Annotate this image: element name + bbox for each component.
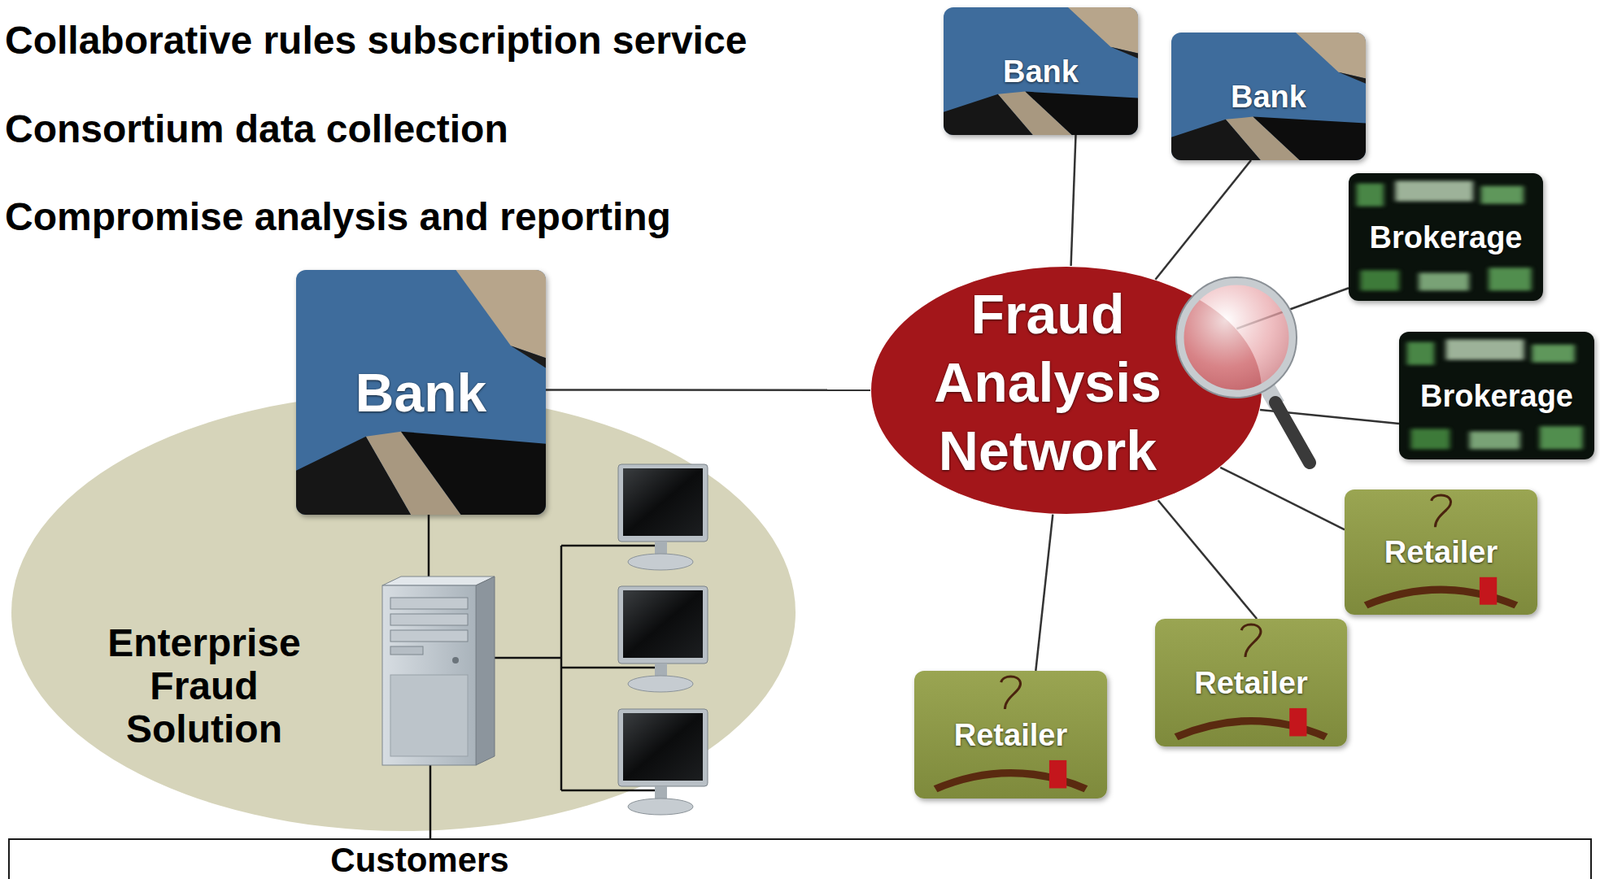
- text-frame: Fraud Analysis Network: [862, 279, 1234, 485]
- node-label: Bank: [943, 53, 1138, 90]
- text-frame: Consortium data collection: [4, 105, 933, 153]
- connector-line: [1158, 500, 1257, 620]
- connector-line: [545, 388, 871, 392]
- bank-box: Bank: [943, 7, 1138, 136]
- node-label: Retailer: [1344, 534, 1538, 571]
- retailer-box: Retailer: [1155, 619, 1348, 747]
- brokerage-box: Brokerage: [1399, 331, 1595, 460]
- node-label: Enterprise Fraud Solution: [74, 621, 335, 751]
- text-frame: Customers: [9, 842, 830, 879]
- node-label: Bank: [296, 361, 546, 424]
- bank-box: Bank: [1171, 32, 1366, 161]
- connector-line: [1220, 467, 1345, 531]
- feature-text: Collaborative rules subscription service: [4, 17, 933, 65]
- brokerage-box: Brokerage: [1348, 173, 1544, 301]
- node-label: Fraud Analysis Network: [862, 279, 1234, 485]
- connector-line: [1071, 135, 1077, 266]
- feature-text: Compromise analysis and reporting: [4, 193, 933, 241]
- text-frame: Collaborative rules subscription service: [4, 17, 933, 65]
- node-label: Bank: [1171, 78, 1366, 115]
- text-frame: Compromise analysis and reporting: [4, 193, 933, 241]
- node-label: Retailer: [1155, 665, 1348, 702]
- connector-line: [1035, 514, 1053, 672]
- bank-box: Bank: [296, 270, 546, 515]
- retailer-box: Retailer: [914, 671, 1108, 799]
- bank-server-wire: [427, 514, 431, 577]
- node-label: Retailer: [914, 717, 1108, 754]
- network-ellipse: Fraud Analysis Network: [870, 265, 1263, 515]
- node-label: Brokerage: [1348, 219, 1544, 256]
- monitor: [618, 709, 708, 816]
- server-tower: [382, 576, 495, 766]
- node-label: Customers: [9, 842, 830, 879]
- retailer-box: Retailer: [1344, 489, 1538, 615]
- customers-bar: Customers: [8, 838, 1592, 879]
- node-label: Brokerage: [1399, 378, 1595, 415]
- server-customers-wire: [429, 765, 432, 839]
- feature-text: Consortium data collection: [4, 105, 933, 153]
- text-frame: Enterprise Fraud Solution: [74, 621, 335, 751]
- connector-line: [1155, 160, 1252, 280]
